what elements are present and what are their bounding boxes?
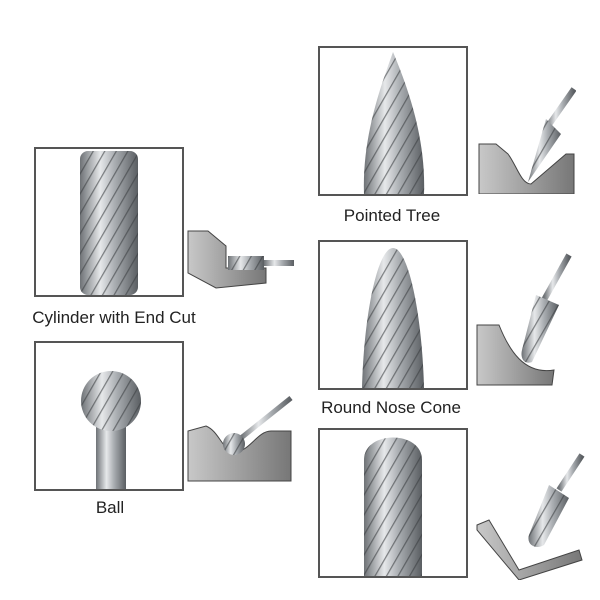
product-image-cylinder-end-cut: [34, 147, 184, 297]
product-image-ball: [34, 341, 184, 491]
label-pointed-tree: Pointed Tree: [343, 206, 441, 225]
usage-illustration-cylinder-end-cut: [187, 230, 294, 289]
label-ball: Ball: [95, 498, 125, 517]
usage-illustration-round-nose-cone: [476, 253, 572, 386]
usage-illustration-cylinder-radius-end: [476, 453, 585, 580]
label-round-nose-cone: Round Nose Cone: [321, 398, 461, 417]
product-image-round-nose-cone: [318, 240, 468, 390]
usage-illustration-ball: [187, 396, 293, 482]
usage-illustration-pointed-tree: [478, 87, 576, 194]
product-image-pointed-tree: [318, 46, 468, 196]
product-image-cylinder-radius-end: [318, 428, 468, 578]
label-cylinder-end-cut: Cylinder with End Cut: [32, 308, 196, 327]
